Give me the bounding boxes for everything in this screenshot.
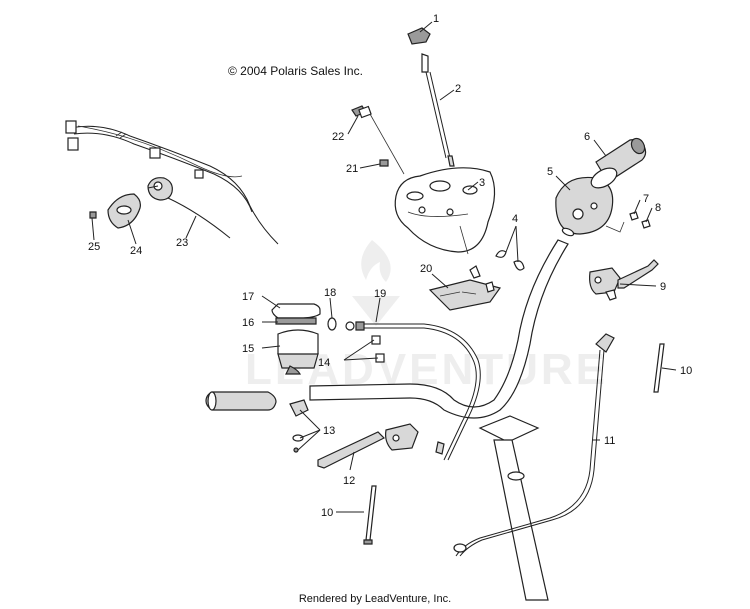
callout-11: 11 [604,435,615,447]
callout-12: 12 [343,475,355,487]
rendered-by-footer: Rendered by LeadVenture, Inc. [298,593,452,605]
callout-10-left: 10 [321,507,333,519]
callout-1: 1 [433,13,439,25]
callout-21: 21 [346,163,358,175]
master-cylinder-parts [271,303,321,375]
pin-parts [363,343,665,545]
callout-23: 23 [176,237,188,249]
callout-7: 7 [643,193,649,205]
callout-16: 16 [242,317,254,329]
callout-18: 18 [324,287,336,299]
switch-parts [289,399,309,453]
callout-20: 20 [420,263,432,275]
callout-13: 13 [323,425,335,437]
clip-parts [495,250,525,271]
callout-15: 15 [242,343,254,355]
bolt-parts [351,105,405,175]
callout-8: 8 [655,202,661,214]
callout-6: 6 [584,131,590,143]
o-ring-part [327,317,337,331]
steering-post-part [478,415,549,601]
callout-5: 5 [547,166,553,178]
callout-22: 22 [332,131,344,143]
throttle-cable-assembly [65,120,279,245]
callout-9: 9 [660,281,666,293]
callouts: 1 2 3 4 5 6 7 8 9 10 11 12 13 14 15 16 1… [88,13,692,519]
mounting-bracket [428,265,501,311]
brake-lever-right [589,259,659,301]
switch-housing-part [555,176,625,235]
clutch-cable-part [345,321,481,461]
callout-14: 14 [318,357,330,369]
callout-10-right: 10 [680,365,692,377]
throttle-cable-part [453,333,615,557]
left-grip-part [205,391,277,411]
copyright-notice: © 2004 Polaris Sales Inc. [228,64,363,78]
callout-17: 17 [242,291,254,303]
small-fasteners [629,211,651,229]
grip-part [590,137,647,189]
leader-lines [91,21,677,513]
callout-25: 25 [88,241,100,253]
fuel-cap-part [407,27,455,167]
callout-4: 4 [512,213,518,225]
handlebar-part [309,227,575,419]
callout-24: 24 [130,245,142,257]
callout-3: 3 [479,177,485,189]
callout-19: 19 [374,288,386,300]
callout-2: 2 [455,83,461,95]
